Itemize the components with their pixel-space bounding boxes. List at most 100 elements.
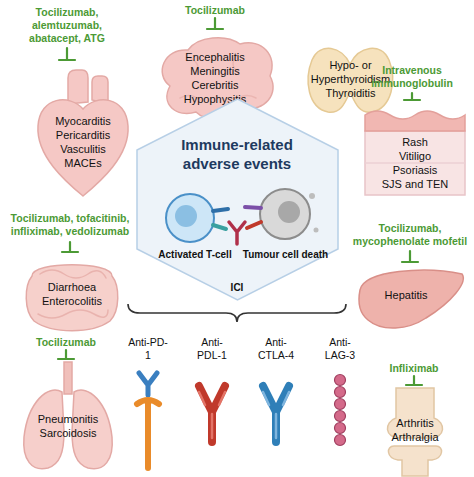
tumour-nucleus bbox=[278, 201, 300, 223]
inhibition-bar bbox=[406, 376, 422, 385]
t-cell-receptor bbox=[213, 209, 228, 211]
brain-shape-part bbox=[162, 38, 273, 119]
text-stack: PneumonitisSarcoidosis bbox=[23, 412, 113, 440]
t-cell-body bbox=[166, 194, 214, 242]
antibody-label: Anti-CTLA-4 bbox=[256, 336, 296, 362]
text-stack: MyocarditisPericarditisVasculitisMACEs bbox=[38, 114, 128, 170]
skin-layers-node: RashVitiligoPsoriasisSJS and TEN bbox=[365, 103, 465, 195]
ctla4-antibody bbox=[263, 386, 289, 442]
knee-joint-node: ArthritisArthralgia bbox=[366, 388, 464, 476]
drug-label: Intravenous immunoglobulin bbox=[360, 64, 464, 90]
pdl1-antibody bbox=[199, 386, 225, 442]
drug-label: Tocilizumab bbox=[11, 336, 121, 349]
inhibition-bar bbox=[402, 251, 418, 262]
condition-text: Diarrhoea bbox=[27, 280, 117, 294]
condition-text: Vasculitis bbox=[38, 142, 128, 156]
drug-label: Tocilizumab, tofacitinib, infliximab, ve… bbox=[1, 212, 139, 238]
intestine-shape bbox=[22, 256, 122, 332]
bead bbox=[335, 387, 346, 398]
brain-shape bbox=[150, 34, 280, 122]
skin-layers-part bbox=[365, 111, 465, 131]
heart-shape-part bbox=[68, 70, 88, 104]
intestine-node: DiarrhoeaEnterocolitis bbox=[22, 256, 122, 332]
condition-text: Psoriasis bbox=[370, 163, 460, 177]
liver-shape-part bbox=[359, 270, 463, 328]
tumour-cell-body bbox=[260, 189, 310, 239]
condition-text: Pericarditis bbox=[38, 128, 128, 142]
knee-joint-part bbox=[388, 446, 441, 476]
pd1-antibody bbox=[137, 373, 159, 468]
condition-text: Rash bbox=[370, 135, 460, 149]
text-stack: EncephalitisMeningitisCerebritisHypophys… bbox=[165, 50, 265, 106]
receptor-icon bbox=[145, 402, 151, 468]
skin-layers-part bbox=[365, 162, 465, 164]
text-stack: ArthritisArthralgia bbox=[370, 416, 460, 444]
intestine-shape-part bbox=[38, 270, 108, 318]
antibody-highlight bbox=[263, 392, 289, 438]
bead bbox=[335, 399, 346, 410]
hexagon-node: Immune-related adverse eventsActivated T… bbox=[135, 97, 340, 302]
antibody-label: Anti-PDL-1 bbox=[192, 336, 232, 362]
heart-node: MyocarditisPericarditisVasculitisMACEs bbox=[28, 64, 138, 199]
apoptotic-fragment bbox=[309, 193, 315, 199]
bead bbox=[335, 411, 346, 422]
inhibition-bar bbox=[62, 242, 78, 252]
condition-text: Cerebritis bbox=[165, 78, 265, 92]
inhibition-bars bbox=[58, 18, 422, 385]
condition-text: Hepatitis bbox=[364, 288, 448, 302]
antibody-label: Anti-LAG-3 bbox=[320, 336, 360, 362]
drug-label: Tocilizumab, alemtuzumab, abatacept, ATG bbox=[19, 6, 115, 45]
inhibition-bar bbox=[404, 93, 420, 100]
tumour-cell bbox=[245, 189, 319, 239]
illustration-label: ICI bbox=[217, 282, 257, 294]
pd1-receptor bbox=[213, 225, 226, 229]
text-stack: DiarrhoeaEnterocolitis bbox=[27, 280, 117, 308]
brain-node: EncephalitisMeningitisCerebritisHypophys… bbox=[150, 34, 280, 122]
lung-shape-part bbox=[64, 362, 72, 394]
inhibition-bar bbox=[207, 18, 223, 29]
text-stack: RashVitiligoPsoriasisSJS and TEN bbox=[370, 135, 460, 191]
illustration-label: Activated T-cell bbox=[155, 249, 235, 261]
inhibition-bar bbox=[58, 350, 74, 359]
bracket bbox=[128, 304, 346, 322]
illustration-label: Tumour cell death bbox=[238, 249, 333, 261]
drug-label: Infliximab bbox=[359, 362, 469, 375]
antibody-label: Anti-PD-1 bbox=[128, 336, 168, 362]
hexagon-part bbox=[137, 99, 338, 300]
condition-text: Myocarditis bbox=[38, 114, 128, 128]
t-cell bbox=[166, 194, 228, 242]
condition-text: Enterocolitis bbox=[27, 294, 117, 308]
skin-layers-part bbox=[365, 131, 465, 195]
condition-text: MACEs bbox=[38, 156, 128, 170]
condition-text: Arthritis bbox=[370, 416, 460, 430]
pdl1-ligand bbox=[247, 222, 261, 228]
bead bbox=[335, 435, 346, 446]
hexagon bbox=[135, 97, 340, 302]
diagram-heading: Immune-related adverse events bbox=[162, 135, 312, 173]
antibody-icon bbox=[139, 373, 157, 395]
lag3-antibody bbox=[335, 375, 346, 446]
condition-text: Encephalitis bbox=[165, 50, 265, 64]
apoptotic-fragment bbox=[314, 228, 319, 233]
drug-label: Tocilizumab, mycophenolate mofetil bbox=[348, 222, 472, 248]
t-cell-nucleus bbox=[175, 205, 197, 227]
liver-node: Hepatitis bbox=[356, 266, 466, 334]
heart-shape-part bbox=[38, 100, 128, 196]
knee-joint-part bbox=[387, 388, 442, 438]
condition-text: Vitiligo bbox=[370, 149, 460, 163]
receptor-icon bbox=[137, 400, 159, 404]
condition-text: Arthralgia bbox=[370, 430, 460, 444]
intestine-shape-part bbox=[26, 265, 118, 331]
text-stack: Hepatitis bbox=[364, 288, 448, 302]
condition-text: Pneumonitis bbox=[23, 412, 113, 426]
bead bbox=[335, 423, 346, 434]
condition-text: Meningitis bbox=[165, 64, 265, 78]
antibody-icon bbox=[229, 222, 245, 244]
mhc-molecule bbox=[245, 207, 261, 208]
inhibition-bar bbox=[59, 48, 75, 60]
antibody-icon bbox=[199, 386, 225, 442]
antibody-icon bbox=[263, 386, 289, 442]
antibody-highlight bbox=[199, 392, 225, 438]
